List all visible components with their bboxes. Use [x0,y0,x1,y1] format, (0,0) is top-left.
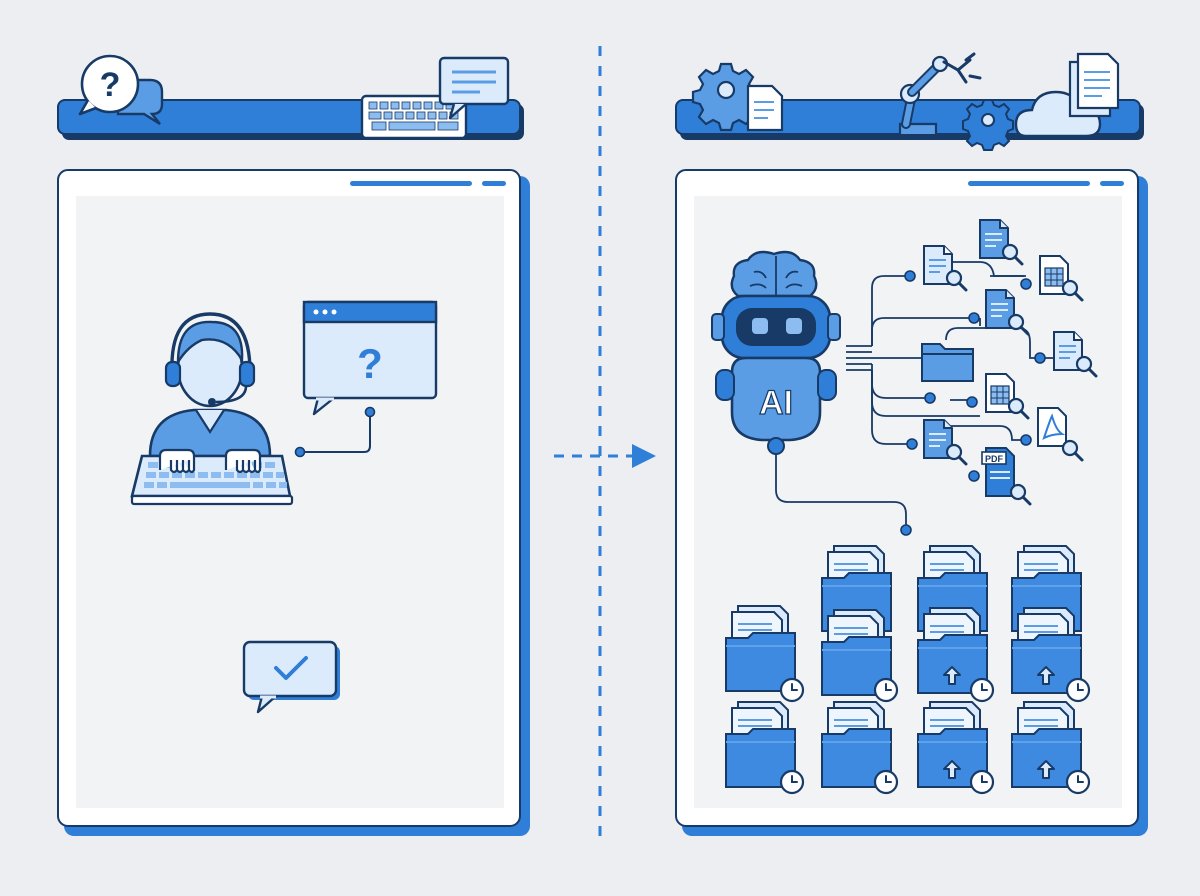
keyboard-icon [360,94,468,140]
cloud-icon [1014,90,1102,138]
clock-icon [1065,769,1091,795]
question-glyph: ? [100,66,121,104]
left-panel [57,169,530,836]
clock-icon [779,677,805,703]
agent-connector-line [300,412,371,453]
support-agent-headset-icon [148,312,272,458]
question-window-glyph: ? [357,340,383,387]
checkmark-chat-icon [242,640,340,714]
folder-icon [921,343,974,382]
keyboard-icon [130,448,294,506]
gear-icon [962,99,1014,151]
ai-brain-robot-icon: AI [711,250,841,455]
question-window-icon: ? [302,300,438,416]
clock-icon [873,677,899,703]
pdf-label: PDF [985,454,1004,464]
clock-icon [969,677,995,703]
ai-label: AI [759,384,793,422]
robot-arm-icon [898,52,982,134]
arrow-right-icon [554,444,656,468]
clock-icon [969,769,995,795]
documents-icon [1068,52,1120,118]
question-chat-icon: ? [78,54,164,126]
gear-document-icon [691,62,784,132]
clock-icon [779,769,805,795]
chat-message-icon [438,56,510,120]
clock-icon [873,769,899,795]
pdf-search-icon: PDF [981,407,1084,506]
clock-icon [1065,677,1091,703]
